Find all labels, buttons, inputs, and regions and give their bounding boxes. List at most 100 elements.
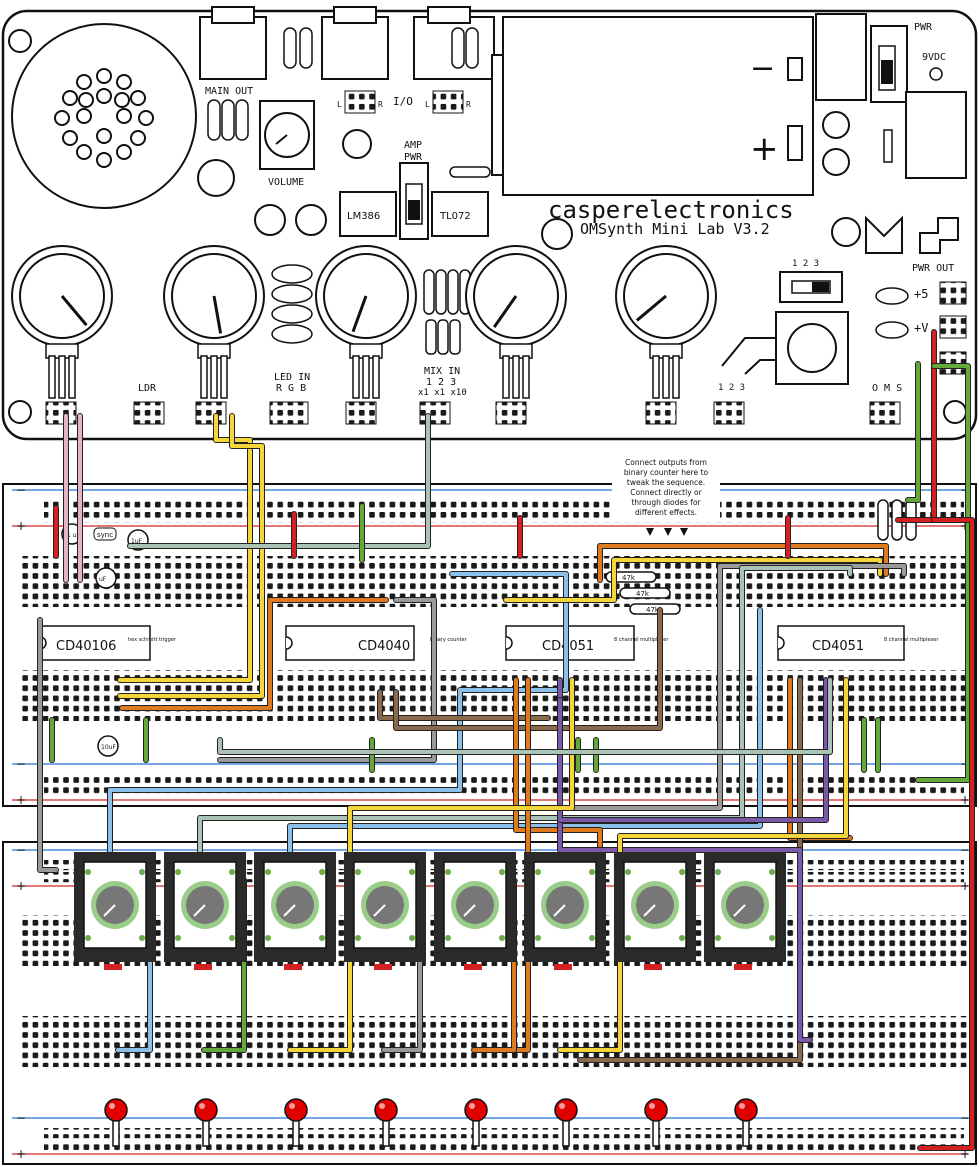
pin-header[interactable] <box>713 401 745 425</box>
pin-header[interactable] <box>133 401 165 425</box>
potentiometer-icon[interactable] <box>164 852 246 970</box>
jumper-wire[interactable] <box>906 362 920 502</box>
jumper-wire[interactable] <box>128 414 430 548</box>
jumper-wire[interactable] <box>118 414 264 698</box>
ic-desc: hex schmitt trigger <box>128 637 177 643</box>
io-jack-left[interactable] <box>321 6 389 80</box>
mount-hole <box>943 400 967 424</box>
svg-text:+: + <box>960 879 970 893</box>
pin-header[interactable] <box>195 401 227 425</box>
synth-pcb: MAIN OUT I/O L R L R − + PWR 9VDC <box>1 6 978 441</box>
potentiometer-icon[interactable] <box>74 852 156 970</box>
jumper-wire[interactable] <box>558 678 848 1052</box>
speaker-hole <box>130 90 146 106</box>
dc-jack[interactable] <box>815 13 867 101</box>
jumper-wire[interactable] <box>38 618 58 872</box>
led-in-label: LED IN <box>274 372 310 383</box>
speaker-hole <box>76 144 92 160</box>
knob-icon[interactable] <box>615 245 717 399</box>
io-r2-label: R <box>466 100 471 109</box>
speaker-hole <box>96 152 112 168</box>
brand-title: casperelectronics <box>548 196 794 224</box>
speaker-hole <box>96 68 112 84</box>
pin-header[interactable] <box>869 401 901 425</box>
jumper-wire[interactable] <box>118 414 252 682</box>
knob-icon[interactable] <box>163 245 265 399</box>
amp-switch[interactable] <box>399 162 429 240</box>
switch-numbers: 1 2 3 <box>792 259 819 269</box>
potentiometer-icon[interactable] <box>344 852 426 970</box>
led-icon <box>374 1098 398 1147</box>
lm386-chip: LM386 <box>339 191 397 237</box>
mix-gain-label: x1 x1 x10 <box>418 388 467 398</box>
jumper-wire[interactable] <box>108 572 568 882</box>
pushbutton-icon[interactable] <box>775 311 849 385</box>
speaker-hole <box>138 110 154 126</box>
potentiometer-icon[interactable] <box>614 852 696 970</box>
jumper-wire[interactable] <box>288 678 574 1052</box>
note-line: Connect outputs from <box>625 458 707 467</box>
svg-text:−: − <box>16 757 26 771</box>
power-switch[interactable] <box>870 25 908 103</box>
resistor <box>283 27 297 69</box>
pin-header[interactable] <box>419 401 451 425</box>
logo-s <box>919 217 959 254</box>
knob-icon[interactable] <box>465 245 567 399</box>
potentiometer-icon[interactable] <box>434 852 516 970</box>
main-out-jack[interactable] <box>199 6 267 80</box>
nine-vdc-label: 9VDC <box>922 52 946 63</box>
pin-header[interactable] <box>45 401 77 425</box>
pwr-out-header[interactable] <box>939 315 967 339</box>
knob-icon[interactable] <box>11 245 113 399</box>
io-header-left[interactable] <box>344 90 376 114</box>
note-line: tweak the sequence. <box>627 478 705 487</box>
battery-holder: − + <box>491 16 814 196</box>
mode-switch[interactable] <box>779 271 843 303</box>
speaker-hole <box>116 144 132 160</box>
speaker-hole <box>96 88 112 104</box>
potentiometer-icon[interactable] <box>704 852 786 970</box>
speaker-hole <box>62 90 78 106</box>
jumper-wire[interactable] <box>218 678 832 754</box>
resistor <box>437 319 449 355</box>
jumper-wire[interactable] <box>378 690 550 720</box>
svg-text:uF: uF <box>99 576 107 583</box>
main-out-label: MAIN OUT <box>205 86 253 97</box>
ldr-label: LDR <box>138 383 157 394</box>
model-title: OMSynth Mini Lab V3.2 <box>580 220 770 238</box>
volume-pot[interactable] <box>259 100 315 170</box>
speaker-hole <box>54 110 70 126</box>
led-icon <box>104 1098 128 1147</box>
io-header-right[interactable] <box>432 90 464 114</box>
led-icon <box>554 1098 578 1147</box>
pin-header[interactable] <box>269 401 309 425</box>
jumper-wire[interactable] <box>120 598 388 710</box>
jumper-wire[interactable] <box>578 678 802 1062</box>
jumper-wire[interactable] <box>198 566 852 882</box>
potentiometer-icon[interactable] <box>254 852 336 970</box>
ic-desc: 8 channel multiplexer <box>614 637 669 643</box>
jumper-wire[interactable] <box>916 364 970 782</box>
jumper-wire[interactable] <box>218 598 436 762</box>
pwr-label: PWR <box>914 22 933 33</box>
cap <box>875 321 909 339</box>
sync-label: sync <box>93 527 117 541</box>
svg-text:47k: 47k <box>636 590 650 598</box>
jumper-wire[interactable] <box>598 544 888 582</box>
knob-icon[interactable] <box>315 245 417 399</box>
pin-header[interactable] <box>345 401 377 425</box>
svg-text:+: + <box>16 519 26 533</box>
pin-header[interactable] <box>495 401 527 425</box>
resistor <box>221 99 235 141</box>
speaker-hole <box>76 74 92 90</box>
jumper-wire[interactable] <box>558 564 906 810</box>
potentiometer-icon[interactable] <box>524 852 606 970</box>
resistor <box>465 27 479 69</box>
resistor <box>449 319 461 355</box>
speaker-hole <box>114 92 130 108</box>
resistor-100k <box>877 499 889 541</box>
jumper-wire[interactable] <box>918 518 974 1150</box>
pin-header[interactable] <box>645 401 677 425</box>
pwr-out-header[interactable] <box>939 281 967 305</box>
cap <box>822 148 850 176</box>
